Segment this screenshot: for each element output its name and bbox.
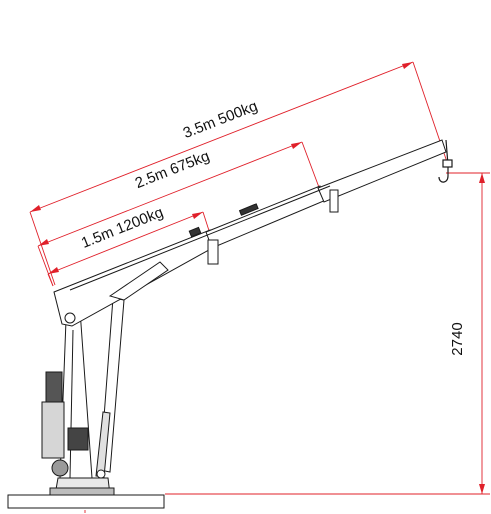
slew-gear — [51, 459, 69, 477]
reach-3-5m-extension-left — [29, 211, 56, 286]
reach-2-5m-label: 2.5m 675kg — [133, 148, 212, 193]
hook-curve — [438, 167, 449, 183]
arrow-3-5m-right — [402, 62, 413, 69]
cylinder-pivot-bottom — [96, 469, 106, 479]
reach-3-5m-dimension-line — [29, 61, 414, 213]
dimension-arrowheads — [30, 62, 485, 494]
reach-2-5m-extension-right — [301, 141, 321, 191]
extension-cylinder-1 — [207, 239, 219, 265]
reach-1-5m-dimension-line — [47, 211, 204, 275]
arrow-2-5m-left — [38, 239, 49, 246]
hydraulic-block — [41, 401, 65, 459]
boom-root-pin — [64, 312, 76, 324]
crane-column — [41, 309, 93, 479]
arrow-1-5m-left — [48, 267, 59, 274]
column-inner-edge — [69, 329, 74, 479]
arrow-height-top — [479, 173, 485, 183]
hook-block — [442, 159, 453, 168]
reach-1-5m-extension-left — [47, 273, 54, 287]
hydraulic-valve — [67, 427, 89, 451]
boom-pad-2 — [188, 226, 202, 238]
boom-section-1 — [53, 229, 217, 327]
column-body — [59, 309, 93, 479]
arrow-height-bottom — [479, 484, 485, 494]
boom-bracket — [108, 261, 169, 301]
extension-cylinder-2 — [329, 189, 339, 213]
foundation-plate — [7, 494, 165, 509]
arrow-1-5m-right — [192, 212, 203, 219]
arrow-2-5m-right — [291, 142, 302, 149]
boom-pad-1 — [238, 203, 259, 216]
base-flange — [49, 487, 115, 496]
reach-3-5m-label: 3.5m 500kg — [181, 98, 260, 142]
boom-section-3 — [317, 139, 447, 203]
boom-hose — [69, 185, 331, 291]
arrow-3-5m-left — [30, 205, 41, 212]
motor-unit — [45, 371, 63, 403]
lifting-hook-icon — [438, 139, 453, 183]
main-boom — [53, 139, 447, 327]
reach-2-5m-dimension-line — [37, 141, 303, 247]
lift-cylinder — [95, 291, 125, 479]
crane-base-icon — [7, 477, 165, 509]
height-label: 2740 — [449, 322, 466, 355]
